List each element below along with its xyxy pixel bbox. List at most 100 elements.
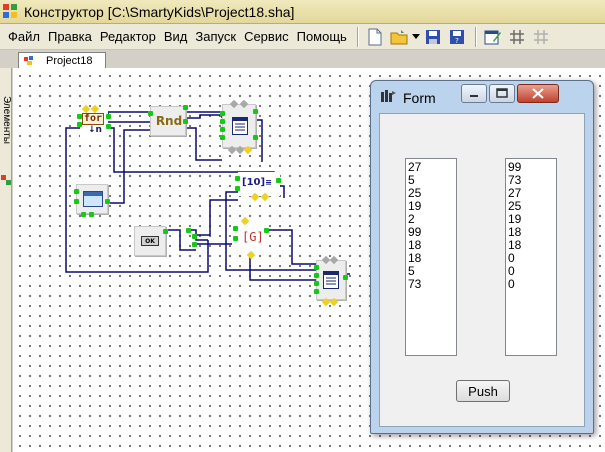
input-pin[interactable] [220, 127, 225, 132]
junction-pin[interactable] [192, 242, 197, 247]
open-folder-icon[interactable] [389, 27, 409, 47]
sorted-listbox[interactable]: 99 73 27 25 19 18 18 0 0 0 [505, 158, 557, 356]
list-item[interactable]: 19 [408, 199, 422, 213]
output-pin[interactable] [183, 105, 188, 110]
input-pin[interactable] [233, 236, 238, 241]
event-pin[interactable] [81, 212, 86, 217]
menu-edit[interactable]: Правка [47, 29, 92, 44]
dropdown-arrow-icon[interactable] [411, 27, 421, 47]
svg-text:?: ? [455, 37, 459, 45]
tab-project[interactable]: Project18 [18, 52, 106, 68]
menu-view[interactable]: Вид [163, 29, 188, 44]
output-pin[interactable] [105, 199, 110, 204]
list-item[interactable]: 25 [408, 186, 422, 200]
list-item[interactable]: 2 [408, 212, 415, 226]
rnd-label: Rnd [155, 114, 183, 128]
form-client-area: 27 5 25 19 2 99 18 18 5 73 99 73 27 25 1… [379, 113, 585, 427]
form-window[interactable]: Form 27 5 25 19 2 99 18 18 5 73 99 73 27… [370, 80, 594, 434]
output-pin[interactable] [163, 229, 168, 234]
unsorted-listbox[interactable]: 27 5 25 19 2 99 18 18 5 73 [405, 158, 457, 356]
list-item[interactable]: 27 [508, 186, 522, 200]
save-icon[interactable] [423, 27, 443, 47]
list-item[interactable]: 99 [408, 225, 422, 239]
list-item[interactable]: 0 [508, 277, 515, 291]
list-item[interactable]: 73 [408, 277, 422, 291]
menu-bar: Файл Правка Редактор Вид Запуск Сервис П… [0, 24, 605, 50]
output-pin[interactable] [183, 119, 188, 124]
output-pin[interactable] [253, 109, 258, 114]
random-block[interactable]: Rnd [148, 105, 188, 136]
button-block-label: OK [141, 236, 159, 246]
push-button[interactable]: Push [456, 380, 510, 402]
input-pin[interactable] [220, 135, 225, 140]
menu-file[interactable]: Файл [8, 29, 40, 44]
array-block[interactable]: [10]≡ [235, 172, 281, 202]
array-label: [10] [242, 177, 266, 188]
list-item[interactable]: 27 [408, 160, 422, 174]
input-pin[interactable] [314, 281, 319, 286]
form-window-icon [83, 191, 103, 212]
output-pin[interactable] [264, 228, 269, 233]
form-title-bar[interactable]: Form [379, 87, 436, 109]
input-pin[interactable] [148, 111, 153, 116]
input-pin[interactable] [220, 111, 225, 116]
tab-project-label: Project18 [46, 54, 93, 67]
for-loop-block[interactable]: for ↓n [77, 104, 111, 138]
elements-side-panel[interactable]: Элементы [0, 68, 12, 452]
event-pin[interactable] [89, 212, 94, 217]
menu-help[interactable]: Помощь [296, 29, 347, 44]
input-pin[interactable] [220, 119, 225, 124]
minimize-button[interactable] [461, 84, 487, 103]
list-item[interactable]: 18 [508, 238, 522, 252]
list-item[interactable]: 18 [508, 225, 522, 239]
input-pin[interactable] [233, 226, 238, 231]
menu-run[interactable]: Запуск [195, 29, 237, 44]
input-pin[interactable] [235, 176, 240, 181]
list-item[interactable]: 18 [408, 238, 422, 252]
list-item[interactable]: 0 [508, 251, 515, 265]
button-component-block[interactable]: OK [134, 226, 168, 256]
output-pin[interactable] [106, 114, 111, 119]
output-pin[interactable] [276, 178, 281, 183]
output-pin[interactable] [106, 124, 111, 129]
input-pin[interactable] [314, 265, 319, 270]
grid-icon[interactable] [507, 27, 527, 47]
junction-pin[interactable] [186, 228, 191, 233]
input-pin[interactable] [235, 186, 240, 191]
list-item[interactable]: 25 [508, 199, 522, 213]
edit-form-icon[interactable] [483, 27, 503, 47]
save-as-icon[interactable]: ? [447, 27, 467, 47]
junction-node[interactable] [186, 228, 197, 248]
listbox-component-block-2[interactable] [314, 255, 348, 307]
list-item[interactable]: 0 [508, 264, 515, 278]
output-pin[interactable] [343, 275, 348, 280]
junction-pin[interactable] [192, 234, 197, 239]
sort-block[interactable]: [G] [233, 216, 269, 260]
input-pin[interactable] [74, 189, 79, 194]
toolbar-separator [356, 26, 359, 47]
input-pin[interactable] [77, 122, 82, 127]
listbox-icon [323, 271, 339, 294]
list-item[interactable]: 99 [508, 160, 522, 174]
input-pin[interactable] [314, 289, 319, 294]
input-pin[interactable] [314, 273, 319, 278]
title-bar: Конструктор [C:\SmartyKids\Project18.sha… [0, 0, 605, 24]
form-window-icon [379, 88, 397, 109]
list-item[interactable]: 73 [508, 173, 522, 187]
output-pin[interactable] [253, 135, 258, 140]
close-button[interactable] [517, 84, 559, 103]
form-component-block[interactable] [74, 184, 110, 217]
menu-editor[interactable]: Редактор [99, 29, 156, 44]
list-item[interactable]: 19 [508, 212, 522, 226]
input-pin[interactable] [74, 199, 79, 204]
menu-service[interactable]: Сервис [244, 29, 289, 44]
maximize-button[interactable] [489, 84, 515, 103]
grid-disabled-icon[interactable] [531, 27, 551, 47]
list-item[interactable]: 5 [408, 264, 415, 278]
input-pin[interactable] [77, 114, 82, 119]
new-file-icon[interactable] [365, 27, 385, 47]
toolbar-separator [474, 26, 477, 47]
list-item[interactable]: 5 [408, 173, 415, 187]
list-item[interactable]: 18 [408, 251, 422, 265]
listbox-component-block[interactable] [220, 99, 258, 155]
